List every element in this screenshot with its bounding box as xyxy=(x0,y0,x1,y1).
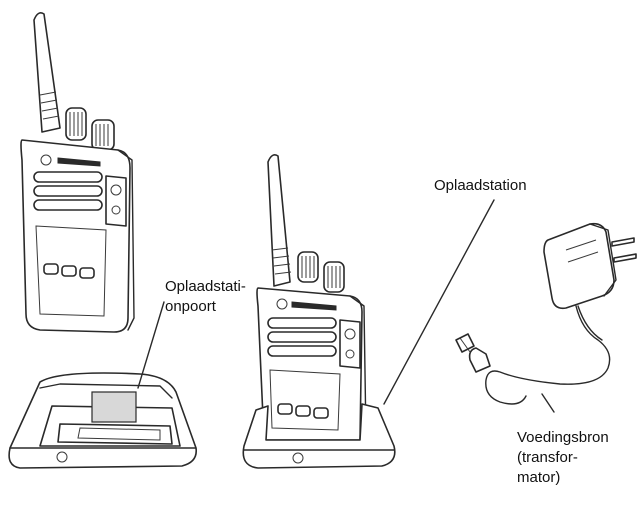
radio-left-body xyxy=(20,139,131,333)
leader-line-charging-port xyxy=(137,301,165,389)
power-adapter xyxy=(455,222,637,405)
radio-center xyxy=(256,154,367,441)
charging-station-label: Oplaadstation xyxy=(434,176,527,196)
charging-cradle-left xyxy=(8,372,198,469)
power-supply-label: Voedingsbron (transfor- mator) xyxy=(517,428,609,488)
radio-left-knob-2 xyxy=(91,119,115,151)
charging-port-label: Oplaadstati- onpoort xyxy=(165,277,246,317)
leader-line-power-supply xyxy=(541,393,555,413)
leader-line-charging-station xyxy=(383,199,495,405)
radio-center-antenna xyxy=(267,154,291,287)
charging-port-text-line2: onpoort xyxy=(165,298,216,315)
charging-port-text-line1: Oplaadstati- xyxy=(165,278,246,295)
power-supply-text-line1: Voedingsbron xyxy=(517,429,609,446)
cradle-center-body xyxy=(242,403,396,469)
adapter-body xyxy=(543,222,615,310)
radio-left xyxy=(20,12,135,333)
charging-station-text: Oplaadstation xyxy=(434,177,527,194)
radio-left-knob-1 xyxy=(65,107,87,141)
radio-left-antenna xyxy=(33,12,61,133)
power-supply-text-line2: (transfor- xyxy=(517,449,578,466)
adapter-cable xyxy=(485,305,611,405)
charging-cradle-center xyxy=(242,403,396,469)
power-supply-text-line3: mator) xyxy=(517,469,561,486)
adapter-usb-plug xyxy=(468,347,491,373)
